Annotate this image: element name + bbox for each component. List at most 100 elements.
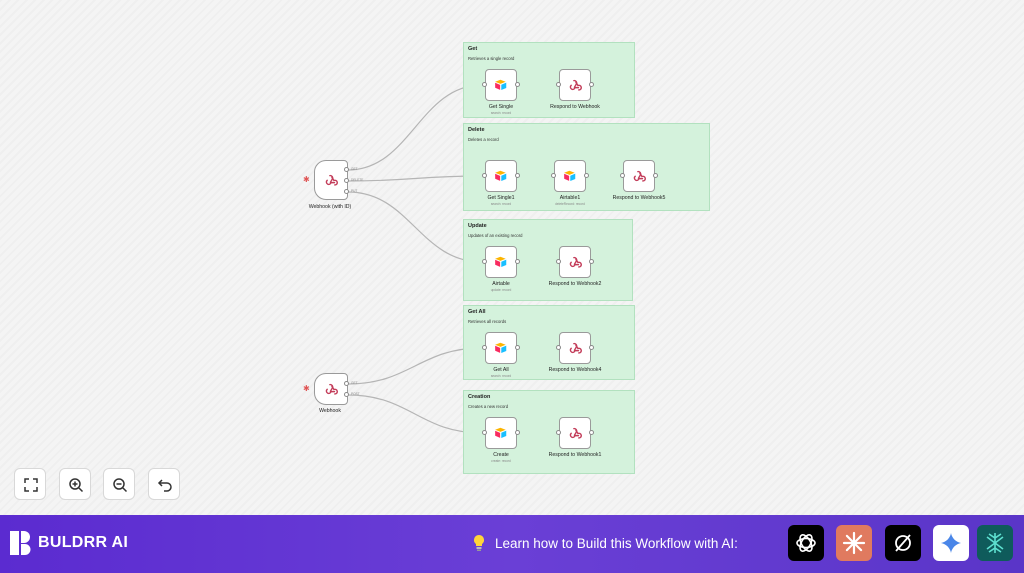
deepseek-button[interactable]: [977, 525, 1013, 561]
respond-to-webhook-node[interactable]: [559, 69, 591, 101]
group-get[interactable]: Get Retrieves a single record: [463, 42, 635, 118]
input-port[interactable]: [556, 259, 561, 264]
output-port-post[interactable]: [344, 392, 349, 397]
output-port[interactable]: [589, 430, 594, 435]
zoom-in-button[interactable]: [59, 468, 91, 500]
node-subtitle: deleteRecord: record: [555, 202, 585, 206]
airtable-node[interactable]: [485, 160, 517, 192]
respond-to-webhook-node[interactable]: [559, 417, 591, 449]
group-creation[interactable]: Creation Creates a new record: [463, 390, 635, 474]
input-port[interactable]: [482, 430, 487, 435]
airtable-icon: [495, 256, 507, 267]
output-port[interactable]: [515, 82, 520, 87]
input-port[interactable]: [620, 173, 625, 178]
node-label: Airtable1: [559, 195, 581, 201]
webhook-icon: [569, 79, 582, 91]
airtable-icon: [495, 427, 507, 438]
node-subtitle: update: record: [490, 288, 512, 292]
gemini-icon: [941, 533, 961, 553]
output-port[interactable]: [584, 173, 589, 178]
output-port[interactable]: [515, 173, 520, 178]
respond-to-webhook-node[interactable]: [559, 246, 591, 278]
webhook-icon: [569, 256, 582, 268]
airtable-node[interactable]: [485, 69, 517, 101]
buldrr-logo-icon: [10, 531, 31, 555]
airtable-node[interactable]: [485, 246, 517, 278]
reset-zoom-button[interactable]: [148, 468, 180, 500]
fullscreen-icon: [24, 478, 38, 492]
node-label: Get Single1: [487, 195, 515, 201]
lightbulb-icon: [474, 535, 484, 551]
webhook-node[interactable]: [314, 373, 348, 405]
node-label: Respond to Webhook2: [548, 281, 602, 287]
airtable-icon: [495, 342, 507, 353]
output-port-put[interactable]: [344, 189, 349, 194]
zoom-out-button[interactable]: [103, 468, 135, 500]
port-label-delete: DELETE: [351, 178, 364, 182]
node-label: Respond to Webhook5: [612, 195, 666, 201]
output-port-get[interactable]: [344, 381, 349, 386]
input-port[interactable]: [556, 345, 561, 350]
group-title: Update: [468, 223, 487, 229]
output-port[interactable]: [589, 259, 594, 264]
deepseek-icon: [986, 533, 1004, 553]
output-port[interactable]: [515, 345, 520, 350]
gemini-button[interactable]: [933, 525, 969, 561]
airtable-icon: [495, 79, 507, 90]
airtable-node[interactable]: [485, 417, 517, 449]
node-subtitle: search: record: [490, 111, 512, 115]
undo-icon: [157, 479, 172, 492]
respond-to-webhook-node[interactable]: [559, 332, 591, 364]
perplexity-icon: [895, 534, 911, 552]
output-port[interactable]: [589, 345, 594, 350]
output-port-delete[interactable]: [344, 178, 349, 183]
port-label-get: GET: [351, 167, 358, 171]
airtable-icon: [564, 170, 576, 181]
perplexity-button[interactable]: [885, 525, 921, 561]
group-description: Creates a new record: [468, 404, 509, 409]
webhook-icon: [633, 170, 646, 182]
input-port[interactable]: [482, 173, 487, 178]
airtable-node[interactable]: [554, 160, 586, 192]
airtable-node[interactable]: [485, 332, 517, 364]
group-description: Retrieves a single record: [468, 56, 515, 61]
output-port[interactable]: [653, 173, 658, 178]
airtable-icon: [495, 170, 507, 181]
input-port[interactable]: [556, 430, 561, 435]
port-label-get: GET: [351, 381, 358, 385]
port-label-post: POST: [351, 392, 360, 396]
group-title: Delete: [468, 127, 485, 133]
input-port[interactable]: [551, 173, 556, 178]
group-description: Deletes a record: [468, 137, 499, 142]
node-label: Airtable: [492, 281, 510, 287]
group-description: Retrieves all records: [468, 319, 507, 324]
node-subtitle: search: record: [490, 202, 512, 206]
fit-view-button[interactable]: [14, 468, 46, 500]
webhook-icon: [569, 427, 582, 439]
input-port[interactable]: [482, 345, 487, 350]
input-port[interactable]: [482, 259, 487, 264]
footer-bar: BULDRR AI Learn how to Build this Workfl…: [0, 515, 1024, 573]
claude-button[interactable]: [836, 525, 872, 561]
output-port[interactable]: [589, 82, 594, 87]
zoom-in-icon: [69, 478, 84, 493]
node-label: Get All: [493, 367, 509, 373]
node-label: Get Single: [488, 104, 514, 110]
node-label: Create: [493, 452, 509, 458]
webhook-with-id-node[interactable]: [314, 160, 348, 200]
claude-icon: [842, 531, 866, 555]
input-port[interactable]: [556, 82, 561, 87]
respond-to-webhook-node[interactable]: [623, 160, 655, 192]
node-subtitle: create: record: [491, 459, 511, 463]
output-port[interactable]: [515, 430, 520, 435]
port-label-put: PUT: [351, 189, 358, 193]
zoom-out-icon: [113, 478, 128, 493]
input-port[interactable]: [482, 82, 487, 87]
webhook-icon: [325, 383, 338, 395]
chatgpt-button[interactable]: [788, 525, 824, 561]
webhook-icon: [569, 342, 582, 354]
output-port[interactable]: [515, 259, 520, 264]
webhook-icon: [325, 174, 338, 186]
workflow-canvas[interactable]: Get Retrieves a single record Delete Del…: [0, 0, 1024, 515]
output-port-get[interactable]: [344, 167, 349, 172]
